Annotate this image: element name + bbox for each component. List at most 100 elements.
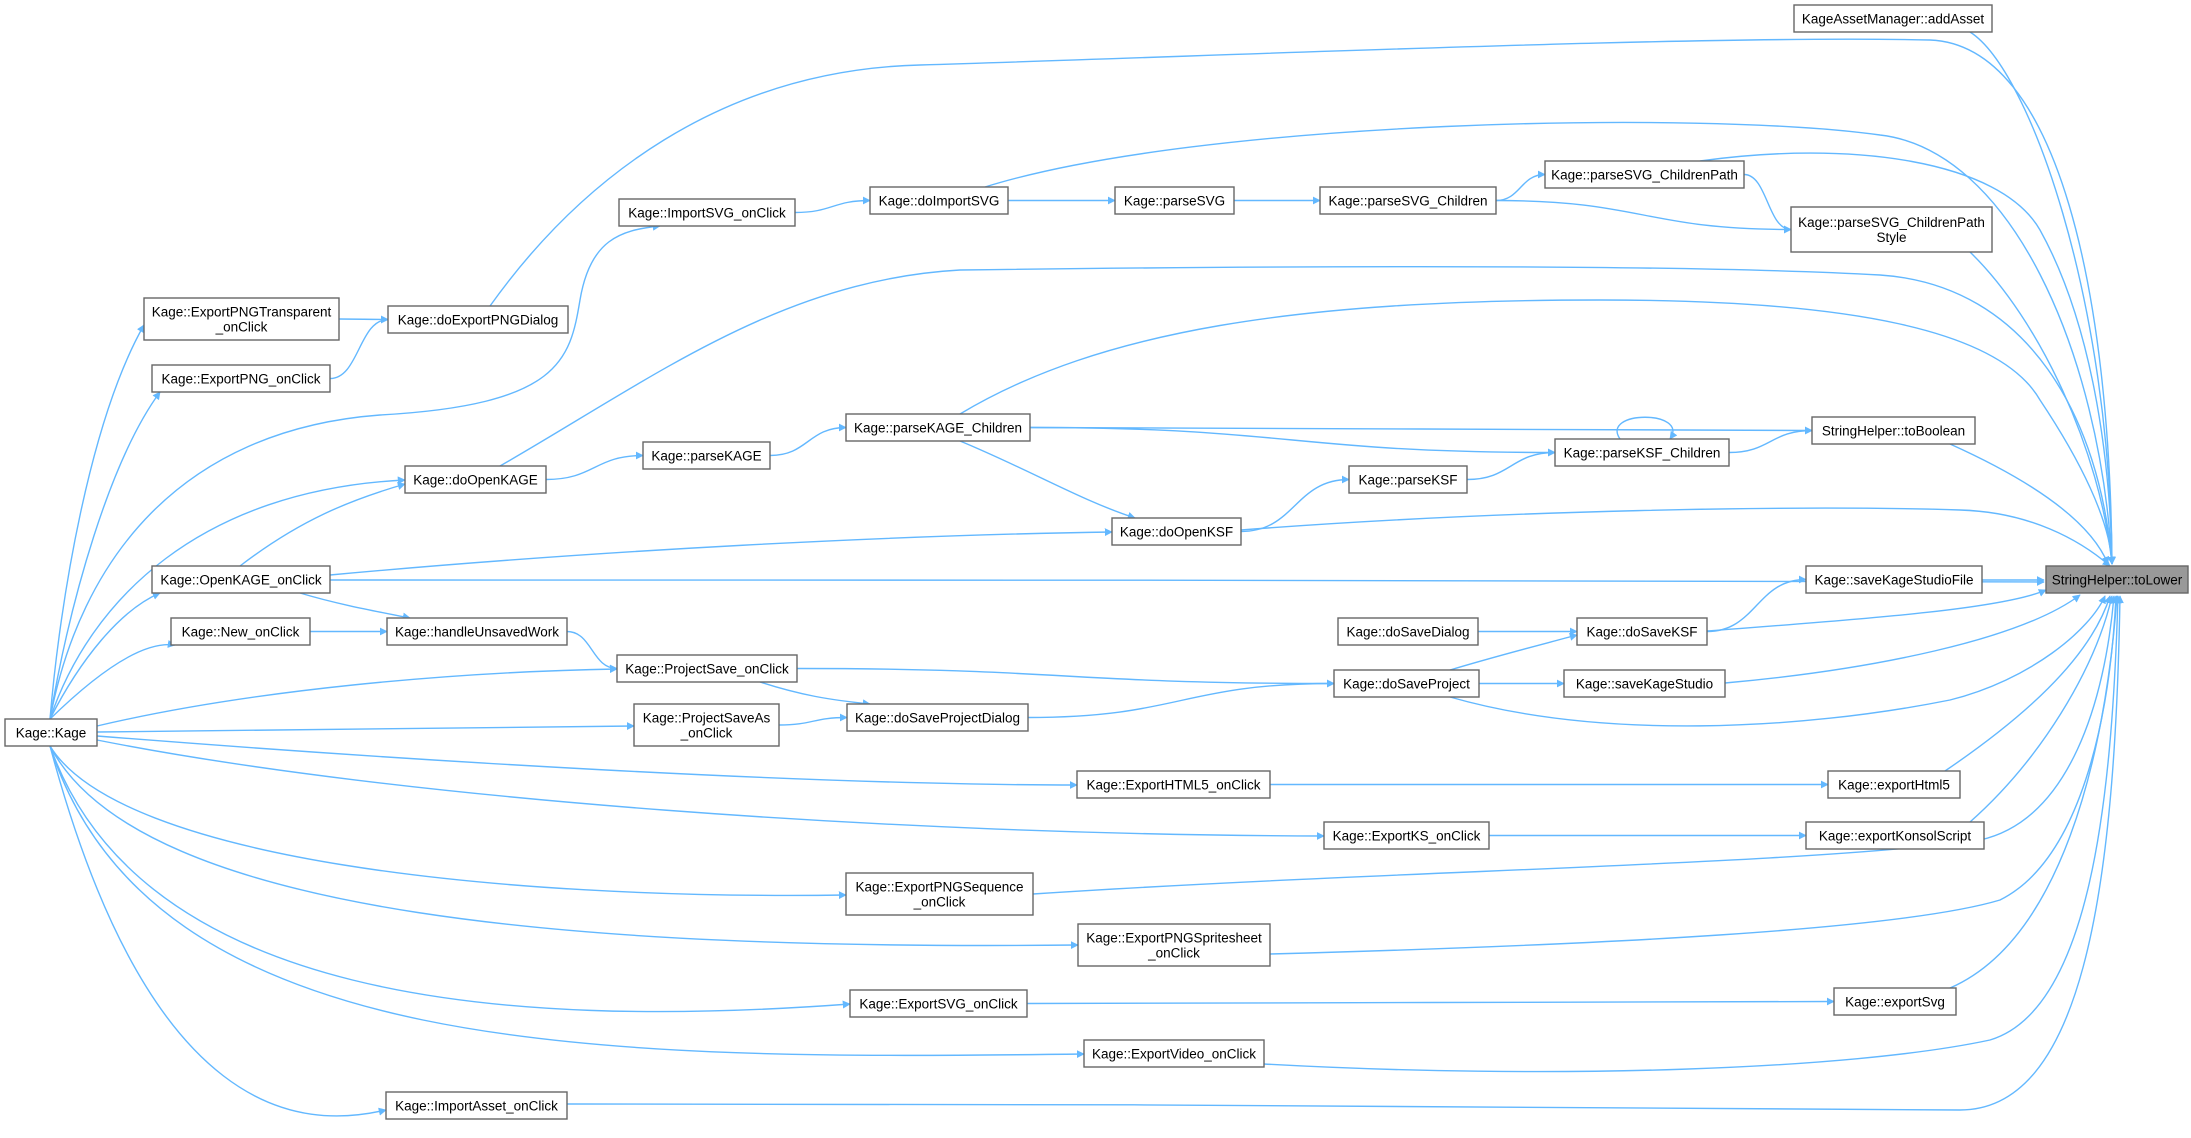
node-box	[1333, 669, 1480, 698]
node-doSaveDialog[interactable]: Kage::doSaveDialog	[1337, 617, 1479, 646]
edge-OpenKAGE_onClick-to-doOpenKSF	[329, 528, 1113, 576]
node-handleUnsavedWork[interactable]: Kage::handleUnsavedWork	[386, 617, 568, 646]
edge-doImportSVG-to-toLower	[984, 121, 2116, 565]
node-OpenKAGE_onClick[interactable]: Kage::OpenKAGE_onClick	[151, 565, 331, 594]
edge-OpenKAGE_onClick-to-doOpenKAGE	[239, 482, 406, 567]
node-box	[1563, 669, 1726, 698]
node-doSaveProjectDialog[interactable]: Kage::doSaveProjectDialog	[846, 703, 1029, 732]
node-doOpenKAGE[interactable]: Kage::doOpenKAGE	[404, 465, 547, 494]
edge-ExportPNG_onClick-to-doExportPNGDialog	[329, 315, 389, 380]
node-box	[151, 565, 331, 594]
node-label: Kage::ImportAsset_onClick	[395, 1099, 558, 1114]
node-box	[1114, 186, 1235, 215]
node-label: Kage::parseKSF_Children	[1564, 446, 1721, 461]
node-doOpenKSF[interactable]: Kage::doOpenKSF	[1111, 517, 1242, 546]
edge-doSaveKSF-to-toLower	[1706, 589, 2047, 632]
edge-parseKSF_Children-to-toBoolean	[1728, 426, 1813, 454]
node-saveKageStudioFile[interactable]: Kage::saveKageStudioFile	[1805, 565, 1983, 594]
node-box	[1833, 987, 1957, 1016]
node-label: Kage::handleUnsavedWork	[395, 625, 559, 640]
edge-parseKAGE_Children-to-doOpenKSF	[959, 440, 1136, 520]
node-toLower[interactable]: StringHelper::toLower	[2045, 565, 2189, 594]
node-box	[1576, 617, 1708, 646]
node-ExportPNGSpritesheet[interactable]: Kage::ExportPNGSpritesheet_onClick	[1077, 923, 1271, 967]
node-saveKageStudio[interactable]: Kage::saveKageStudio	[1563, 669, 1726, 698]
edge-ExportPNGSequence-to-toLower	[1032, 595, 2118, 895]
node-addAsset[interactable]: KageAssetManager::addAsset	[1793, 4, 1993, 33]
node-parseSVG_ChildrenPath[interactable]: Kage::parseSVG_ChildrenPath	[1544, 160, 1745, 189]
node-box	[1323, 821, 1490, 850]
node-parseSVG_Children[interactable]: Kage::parseSVG_Children	[1319, 186, 1497, 215]
edge-Kage-to-ExportSVG_onClick	[49, 745, 851, 1013]
node-box	[1790, 206, 1993, 253]
node-label: Kage::doSaveKSF	[1586, 625, 1697, 640]
node-ExportHTML5_onClick[interactable]: Kage::ExportHTML5_onClick	[1076, 770, 1271, 799]
edge-Kage-to-ProjectSave_onClick	[96, 665, 618, 727]
node-box	[642, 441, 771, 470]
node-parseSVG[interactable]: Kage::parseSVG	[1114, 186, 1235, 215]
node-ImportSVG_onClick[interactable]: Kage::ImportSVG_onClick	[618, 198, 796, 227]
edge-exportHtml5-to-toLower	[1944, 595, 2112, 772]
node-box	[849, 989, 1028, 1018]
node-ExportKS_onClick[interactable]: Kage::ExportKS_onClick	[1323, 821, 1490, 850]
edge-ProjectSave_onClick-to-doSaveProjectDialog	[759, 681, 871, 708]
node-label: StringHelper::toBoolean	[1822, 424, 1965, 439]
node-label: Kage::ExportSVG_onClick	[859, 997, 1018, 1012]
node-doSaveKSF[interactable]: Kage::doSaveKSF	[1576, 617, 1708, 646]
node-box	[1077, 923, 1271, 967]
node-label: Kage::ExportKS_onClick	[1333, 829, 1481, 844]
node-label: Kage::parseKAGE	[651, 449, 761, 464]
node-label: Kage::ExportHTML5_onClick	[1086, 778, 1260, 793]
node-parseKAGE[interactable]: Kage::parseKAGE	[642, 441, 771, 470]
node-ExportPNG_onClick[interactable]: Kage::ExportPNG_onClick	[151, 364, 331, 393]
edge-Kage-to-ExportKS_onClick	[96, 739, 1325, 840]
node-box	[2045, 565, 2189, 594]
node-ExportPNGSequence[interactable]: Kage::ExportPNGSequence_onClick	[845, 872, 1034, 916]
node-parseKSF[interactable]: Kage::parseKSF	[1348, 465, 1468, 494]
node-exportKonsolScript[interactable]: Kage::exportKonsolScript	[1805, 821, 1985, 850]
edge-doSaveKSF-to-saveKageStudioFile	[1706, 575, 1807, 633]
node-label: Kage::parseSVG_Children	[1328, 194, 1487, 209]
node-box	[633, 703, 780, 747]
edge-doOpenKAGE-to-toLower	[499, 266, 2116, 565]
node-box	[1076, 770, 1271, 799]
node-label: Kage::exportKonsolScript	[1819, 829, 1972, 844]
node-label: KageAssetManager::addAsset	[1802, 12, 1985, 27]
node-ImportAsset_onClick[interactable]: Kage::ImportAsset_onClick	[385, 1091, 568, 1120]
node-ExportVideo_onClick[interactable]: Kage::ExportVideo_onClick	[1083, 1039, 1265, 1068]
node-label: _onClick	[215, 320, 268, 335]
edge-exportKonsolScript-to-toLower	[1969, 595, 2115, 823]
edge-exportSvg-to-toLower	[1949, 595, 2121, 989]
edge-Kage-to-ExportPNG_onClick	[49, 391, 161, 720]
node-ProjectSaveAs[interactable]: Kage::ProjectSaveAs_onClick	[633, 703, 780, 747]
node-box	[869, 186, 1009, 215]
node-doImportSVG[interactable]: Kage::doImportSVG	[869, 186, 1009, 215]
node-parseKAGE_Children[interactable]: Kage::parseKAGE_Children	[845, 413, 1031, 442]
node-box	[1083, 1039, 1265, 1068]
node-parseKSF_Children[interactable]: Kage::parseKSF_Children	[1554, 438, 1730, 467]
node-box	[385, 1091, 568, 1120]
edge-OpenKAGE_onClick-to-toLower	[329, 577, 2045, 586]
edge-Kage-to-New_onClick	[49, 640, 176, 720]
node-box	[1793, 4, 1993, 33]
node-ExportPNGTransparent[interactable]: Kage::ExportPNGTransparent_onClick	[143, 297, 340, 341]
node-exportSvg[interactable]: Kage::exportSvg	[1833, 987, 1957, 1016]
node-toBoolean[interactable]: StringHelper::toBoolean	[1811, 416, 1976, 445]
edge-ExportPNGSpritesheet-to-toLower	[1269, 595, 2120, 955]
node-doExportPNGDialog[interactable]: Kage::doExportPNGDialog	[387, 305, 569, 334]
node-doSaveProject[interactable]: Kage::doSaveProject	[1333, 669, 1480, 698]
node-Kage[interactable]: Kage::Kage	[4, 718, 98, 747]
node-New_onClick[interactable]: Kage::New_onClick	[170, 617, 311, 646]
node-ExportSVG_onClick[interactable]: Kage::ExportSVG_onClick	[849, 989, 1028, 1018]
node-label: _onClick	[913, 895, 966, 910]
node-label: Kage::ExportVideo_onClick	[1092, 1047, 1256, 1062]
edge-parseKAGE_Children-to-parseKSF_Children	[1029, 426, 1556, 457]
node-ProjectSave_onClick[interactable]: Kage::ProjectSave_onClick	[616, 654, 798, 683]
node-label: Kage::doImportSVG	[879, 194, 1000, 209]
node-label: Kage::parseSVG_ChildrenPath	[1798, 215, 1985, 230]
nodes-layer: KageAssetManager::addAssetStringHelper::…	[4, 4, 2189, 1120]
node-label: Kage::parseKSF	[1358, 473, 1457, 488]
node-exportHtml5[interactable]: Kage::exportHtml5	[1827, 770, 1961, 799]
